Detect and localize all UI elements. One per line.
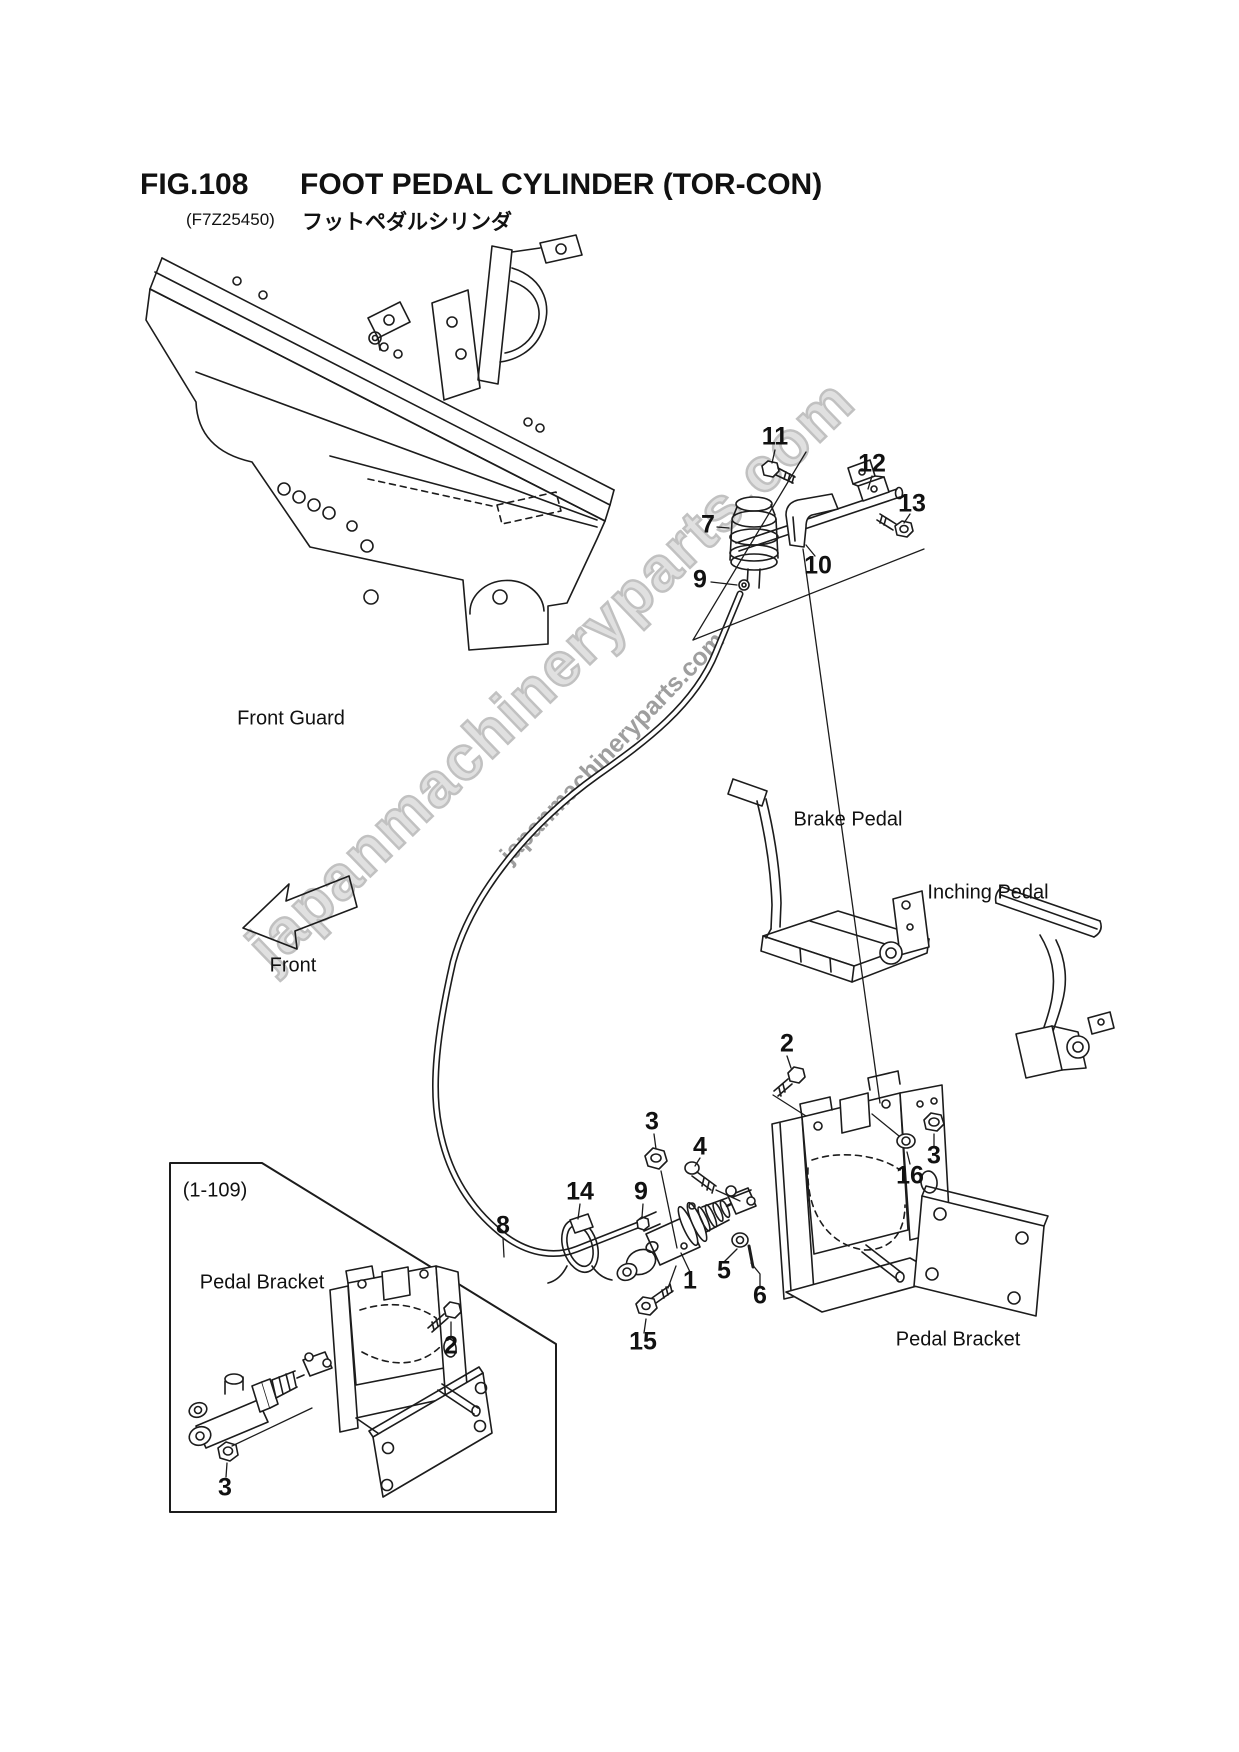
callout-13: 13 <box>898 489 926 518</box>
page-title: FOOT PEDAL CYLINDER (TOR-CON) <box>300 168 823 201</box>
callout-10: 10 <box>804 551 832 580</box>
label-front: Front <box>269 954 317 977</box>
master-cylinder-drawing <box>547 1147 757 1316</box>
part-code: (F7Z25450) <box>186 210 275 229</box>
front-guard-drawing <box>145 234 615 651</box>
callout-2: 2 <box>444 1331 458 1360</box>
callout-4: 4 <box>693 1132 707 1161</box>
callout-15: 15 <box>629 1327 657 1356</box>
hose-drawing <box>431 590 744 1257</box>
label-inset-figure-ref: (1-109) <box>182 1179 248 1202</box>
callout-9: 9 <box>693 565 707 594</box>
callout-1: 1 <box>683 1266 697 1295</box>
label-brake-pedal: Brake Pedal <box>793 808 903 831</box>
callout-5: 5 <box>717 1256 731 1285</box>
callout-6: 6 <box>753 1281 767 1310</box>
callout-9: 9 <box>634 1177 648 1206</box>
callout-7: 7 <box>701 510 715 539</box>
callout-14: 14 <box>566 1177 594 1206</box>
callout-3: 3 <box>645 1107 659 1136</box>
brake-pedal-drawing <box>727 778 930 983</box>
leader-lines <box>225 449 935 1478</box>
callout-16: 16 <box>896 1161 924 1190</box>
pedal-bracket-main-drawing <box>771 1066 1049 1317</box>
callout-3: 3 <box>218 1473 232 1502</box>
label-inching-pedal: Inching Pedal <box>927 881 1049 904</box>
callout-12: 12 <box>858 449 886 478</box>
title-japanese: フットペダルシリンダ <box>302 211 512 234</box>
front-arrow <box>242 875 358 950</box>
label-front-guard: Front Guard <box>237 707 345 730</box>
reservoir-assembly-drawing <box>729 459 914 591</box>
label-pedal-bracket-inset: Pedal Bracket <box>199 1271 325 1294</box>
label-pedal-bracket-main: Pedal Bracket <box>895 1328 1021 1351</box>
figure-number: FIG.108 <box>140 168 249 201</box>
inching-pedal-drawing <box>994 886 1115 1079</box>
inset-box-drawing <box>169 1162 557 1513</box>
callout-8: 8 <box>496 1211 510 1240</box>
callout-11: 11 <box>761 422 789 451</box>
callout-2: 2 <box>780 1029 794 1058</box>
callout-3: 3 <box>927 1141 941 1170</box>
